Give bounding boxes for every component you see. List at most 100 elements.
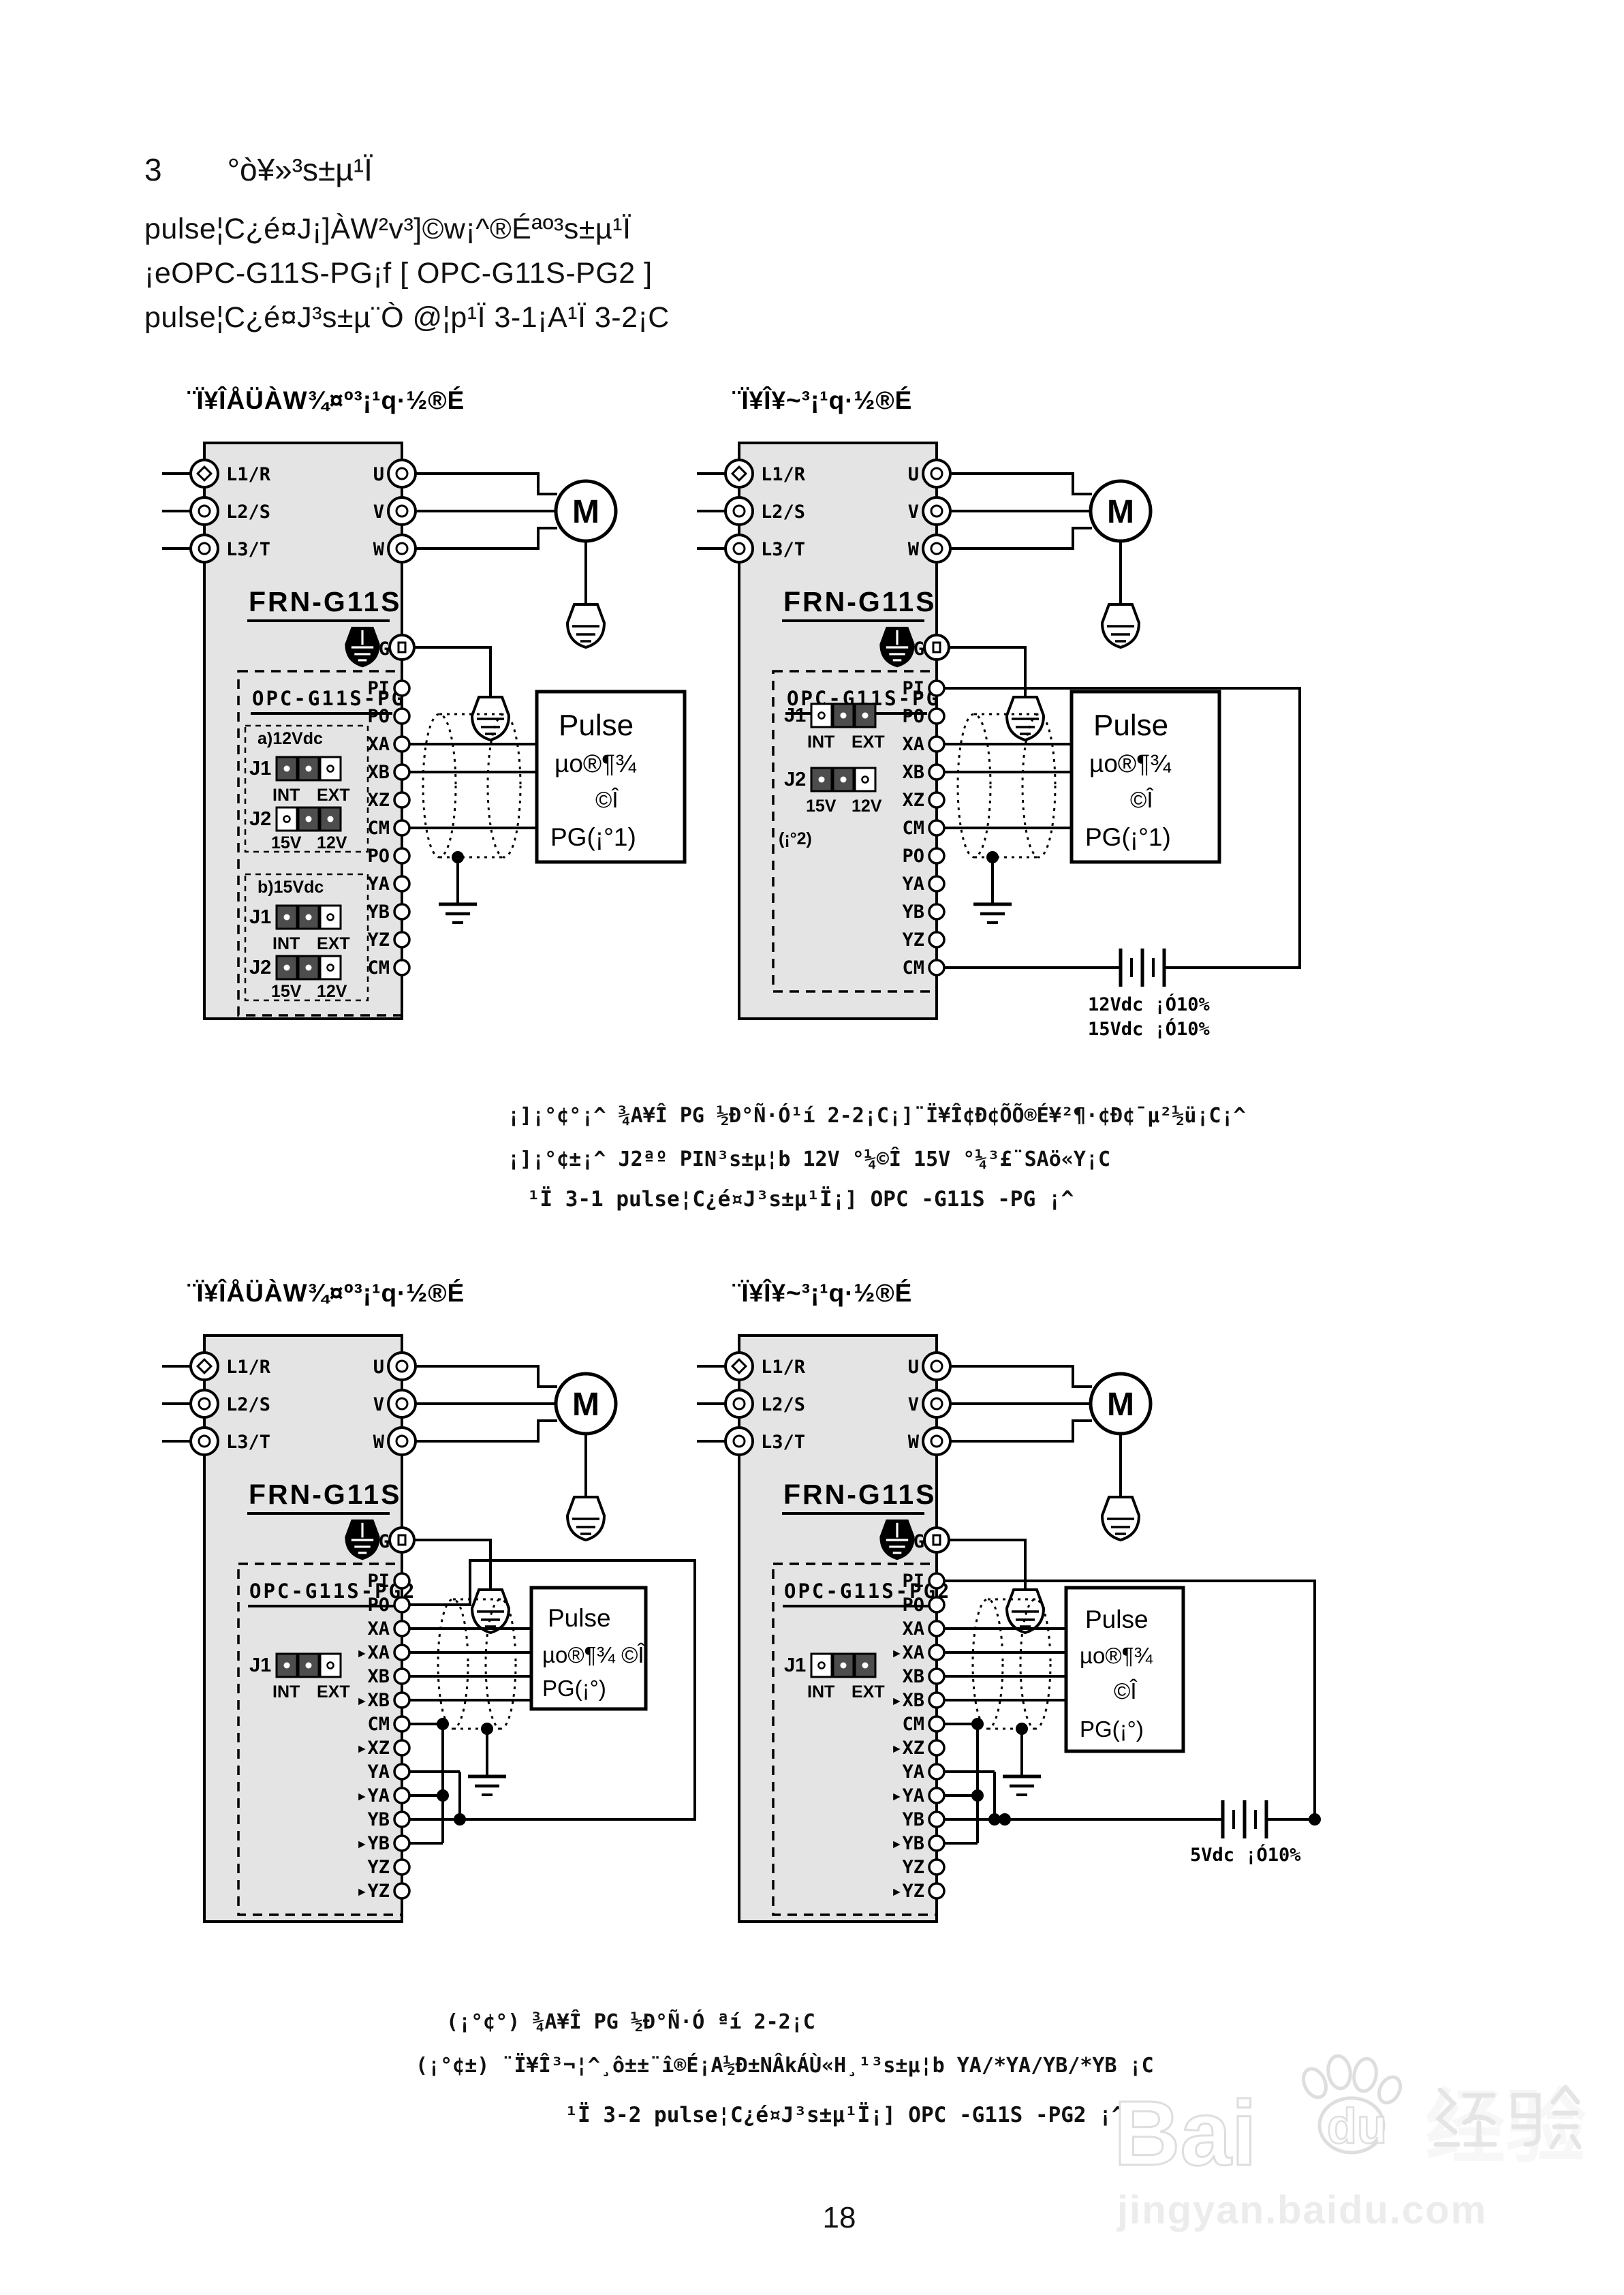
pulse-generator-or: µo®¶¾ ©Î [542,1642,644,1667]
jumper-j1: J1 INT EXT [249,1652,350,1701]
jumper-box-a-label: a)12Vdc [257,729,323,748]
shield-cable [971,1598,1052,1796]
pin-cm: CM [902,818,924,839]
terminal-u: U [373,464,384,485]
terminal-u: U [908,1357,919,1378]
input-terminals: L1/R L2/S L3/T [162,1351,271,1456]
baidu-paw-icon [1302,2054,1403,2155]
output-terminals: U V W [908,459,1092,564]
pin-xa: XA [367,734,390,755]
pulse-generator: µo®¶¾ [1080,1643,1153,1668]
option-card-outline [237,670,403,1017]
pin-ya: YA [902,874,924,895]
pi-supply-loop [944,1580,1316,1819]
motor-ground-icon [1100,603,1141,649]
page-number: 18 [822,2201,856,2234]
ground-cup-icon [470,1588,511,1635]
inverter-model: FRN-G11S [249,586,402,617]
v12-label-b: 12V [317,982,347,1001]
shield-cable [437,1598,517,1796]
ext-label: EXT [852,1682,885,1701]
terminal-g: G [914,638,924,660]
card-name: OPC-G11S-PG [252,687,405,710]
earth-icon [1003,1774,1041,1796]
pin-yb-inv: ▸YB [356,1833,390,1854]
pin-yz-inv: ▸YZ [356,1881,390,1902]
pin-yb: YB [902,902,924,923]
terminal-u: U [908,464,919,485]
terminal-g: G [379,1531,390,1552]
pin-xz-inv: ▸XZ [356,1738,390,1759]
diagram-c-title: ¨Ï¥ÎÅÜÀW¾¤º³¡¹q·½®É [187,1278,465,1307]
pin-xb: XB [902,1666,924,1687]
ext-label: EXT [852,733,885,752]
pulse-or: ©Î [1114,1678,1137,1704]
motor-label: M [572,1387,599,1423]
diagram-a-title: ¨Ï¥ÎÅÜÀW¾¤º³¡¹q·½®É [187,386,465,414]
pulse-generator-box: Pulse µo®¶¾ ©Î PG(¡°) [1064,1586,1185,1753]
fig1-note-1: ¡]¡°¢°¡^ ¾A¥Î PG ½Ð°Ñ·Ó¹í 2-2¡C¡]¨Ï¥Î¢Ð¢… [507,1104,1246,1128]
int-label: INT [807,733,834,752]
fig1-caption: ¹Ï 3-1 pulse¦C¿é¤J³s±µ¹Ï¡] OPC -G11S -PG… [527,1187,1074,1212]
terminal-l1r: L1/R [226,464,271,485]
pin-pi: PI [902,1571,924,1592]
pin-xb: XB [902,762,924,783]
motor-label: M [1107,1387,1134,1423]
ground-cup-icon [1005,1588,1046,1635]
pin-xz: XZ [902,790,924,811]
watermark-cn-glyph-strokes [1433,2084,1582,2150]
terminal-l3t: L3/T [761,1432,805,1453]
j1-label: J1 [249,1654,271,1676]
pin-yb: YB [367,1809,390,1830]
motor-ground-icon [565,603,606,649]
motor-label: M [572,494,599,530]
pin-xb-inv: ▸XB [891,1690,924,1711]
inverter-model: FRN-G11S [783,586,937,617]
diagram-pg2-external: ¨Ï¥Î¥~³¡¹q·½®É L1/R L2/S L3/T U V W M FR… [697,1278,1321,1923]
input-terminals: L1/R L2/S L3/T [697,1351,806,1456]
fig2-note-2: (¡°¢±) ¨Ï¥Î³¬¦^¸ô±±¨î®É¡A½Ð±NÂkÁÙ«H¸¹³s±… [416,2054,1154,2078]
j1-label: J1 [784,705,806,726]
v15-label: 15V [806,797,837,816]
diagram-b-title: ¨Ï¥Î¥~³¡¹q·½®É [732,386,912,414]
battery-icon [1119,949,1166,987]
intro-line-3: pulse¦C¿é¤J³s±µ¨Ò @¦p¹Ï 3-1¡A¹Ï 3-2¡C [144,301,670,334]
jumper-box-a: a)12Vdc J1 INT EXT J2 15V 12V [244,724,369,853]
jumper-j1: J1 INT EXT [784,1652,885,1701]
diagram-pg-external: ¨Ï¥Î¥~³¡¹q·½®É L1/R L2/S L3/T U V W M FR… [697,386,1301,1040]
pin-po2: PO [367,846,390,867]
pulse-generator-box: Pulse µo®¶¾ ©Î PG(¡°1) [535,690,687,864]
int-label: INT [272,786,300,805]
j2-label: J2 [249,808,271,830]
j1-label: J1 [249,758,271,780]
pin-yz: YZ [367,929,390,951]
pin-po: PO [367,706,390,727]
pulse-generator: µo®¶¾ [555,750,637,777]
motor-ground-icon [1100,1496,1141,1542]
watermark-brand-suffix: du [1327,2099,1387,2154]
int-label: INT [272,1682,300,1701]
inverter-model: FRN-G11S [783,1479,937,1510]
terminal-l3t: L3/T [226,1432,270,1453]
pin-ya: YA [902,1761,924,1783]
supply-15v-label: 15Vdc ¡Ó10% [1088,1018,1211,1040]
earth-icon [439,902,477,924]
intro-line-1: pulse¦C¿é¤J¡]ÀW²v³]©w¡^®Éªº³s±µ¹Ï [144,213,631,245]
motor: M [1089,479,1153,649]
j2-label: J2 [784,769,806,790]
pin-xb: XB [367,1666,390,1687]
pin-cm2: CM [367,957,390,979]
battery-icon [1221,1800,1268,1838]
pulse-pg: PG(¡°1) [550,823,636,851]
terminal-l2s: L2/S [226,1394,270,1415]
inverter-model: FRN-G11S [249,1479,402,1510]
terminal-u: U [373,1357,384,1378]
diagram-pg2-internal: ¨Ï¥ÎÅÜÀW¾¤º³¡¹q·½®É L1/R L2/S L3/T U V W… [162,1278,696,1923]
motor: M [1089,1372,1153,1542]
terminal-w: W [908,539,920,560]
pi-supply-loop [944,687,1301,969]
protective-earth-icon [345,1519,380,1560]
jumper-box-b-label: b)15Vdc [257,878,324,897]
baidu-jingyan-watermark: Bai du 经验 jingyan.baidu.com [1113,2054,1586,2232]
pin-cm2: CM [902,957,924,979]
